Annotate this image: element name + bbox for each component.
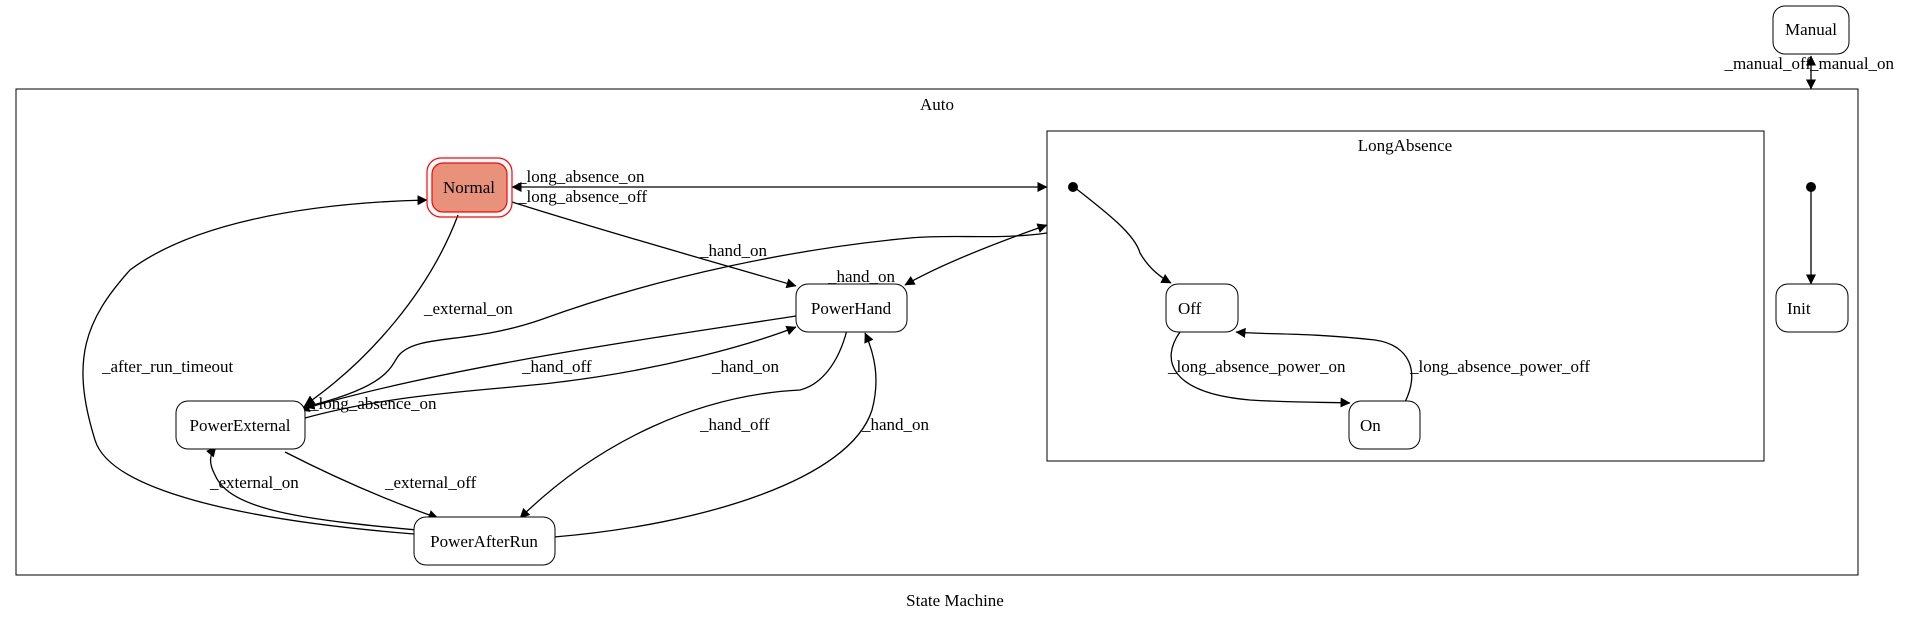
- state-init[interactable]: Init: [1775, 283, 1849, 333]
- edge-afterrun-normal: [82, 195, 428, 535]
- label-hand-hand-off: _hand_off: [699, 415, 770, 434]
- state-manual[interactable]: Manual: [1772, 5, 1850, 55]
- state-power-after-run-label: PowerAfterRun: [430, 532, 538, 551]
- label-normal-external-on: _external_on: [423, 299, 513, 318]
- edge-on-off: [1235, 327, 1413, 403]
- label-la-hand-on: _hand_on: [827, 267, 896, 286]
- state-power-hand-label: PowerHand: [811, 299, 892, 318]
- edge-off-on: [1170, 331, 1351, 408]
- label-external-hand-on: _hand_on: [711, 357, 780, 376]
- label-la-long-absence-on: _long_absence_on: [309, 394, 437, 413]
- cluster-long-absence: LongAbsence: [1046, 130, 1765, 462]
- cluster-long-absence-label: LongAbsence: [1358, 136, 1452, 155]
- state-off-label: Off: [1178, 299, 1202, 318]
- auto-initial-dot: [1806, 182, 1816, 192]
- edge-afterrun-powerexternal: [206, 446, 441, 533]
- edge-afterrun-powerhand: [553, 332, 877, 538]
- edge-powerexternal-powerhand: [304, 325, 797, 419]
- label-long-absence-power-off: _long_absence_power_off: [1409, 357, 1590, 376]
- label-afterrun-hand-on: _hand_on: [861, 415, 930, 434]
- edge-powerhand-afterrun: [519, 329, 848, 519]
- label-external-hand-off: _hand_off: [521, 357, 592, 376]
- edge-labels: _manual_off _manual_on _long_absence_on …: [101, 54, 1895, 492]
- label-long-absence-power-on: _long_absence_power_on: [1167, 357, 1346, 376]
- label-external-external-off: _external_off: [384, 473, 477, 492]
- diagram-caption: State Machine: [906, 591, 1004, 610]
- label-afterrun-external-on: _external_on: [209, 473, 299, 492]
- label-manual-on: _manual_on: [1809, 54, 1895, 73]
- cluster-auto: Auto: [15, 88, 1859, 576]
- edge-normal-powerexternal: [304, 214, 459, 406]
- edge-la-initial-off: [1073, 186, 1172, 284]
- longabsence-initial-dot: [1068, 182, 1078, 192]
- label-manual-off: _manual_off: [1723, 54, 1811, 73]
- label-long-absence-on: _long_absence_on: [517, 167, 645, 186]
- state-manual-label: Manual: [1785, 20, 1837, 39]
- state-power-after-run[interactable]: PowerAfterRun: [413, 516, 556, 566]
- state-on-label: On: [1360, 416, 1381, 435]
- label-long-absence-off: _long_absence_off: [517, 187, 647, 206]
- state-init-label: Init: [1787, 299, 1811, 318]
- state-power-hand[interactable]: PowerHand: [795, 283, 908, 333]
- edge-powerhand-powerexternal: [299, 315, 797, 413]
- state-off[interactable]: Off: [1165, 283, 1239, 333]
- state-power-external[interactable]: PowerExternal: [175, 400, 306, 450]
- label-after-run-timeout: _after_run_timeout: [101, 357, 234, 376]
- edges: [82, 55, 1816, 538]
- state-normal-label: Normal: [443, 178, 495, 197]
- state-on[interactable]: On: [1348, 400, 1421, 450]
- cluster-auto-label: Auto: [920, 95, 954, 114]
- label-normal-hand-on: _hand_on: [699, 241, 768, 260]
- edge-normal-powerhand: [511, 201, 797, 289]
- state-normal[interactable]: Normal: [426, 157, 513, 218]
- edge-powerexternal-afterrun: [284, 451, 439, 520]
- state-power-external-label: PowerExternal: [189, 416, 290, 435]
- edge-longabsence-powerhand: [904, 223, 1048, 286]
